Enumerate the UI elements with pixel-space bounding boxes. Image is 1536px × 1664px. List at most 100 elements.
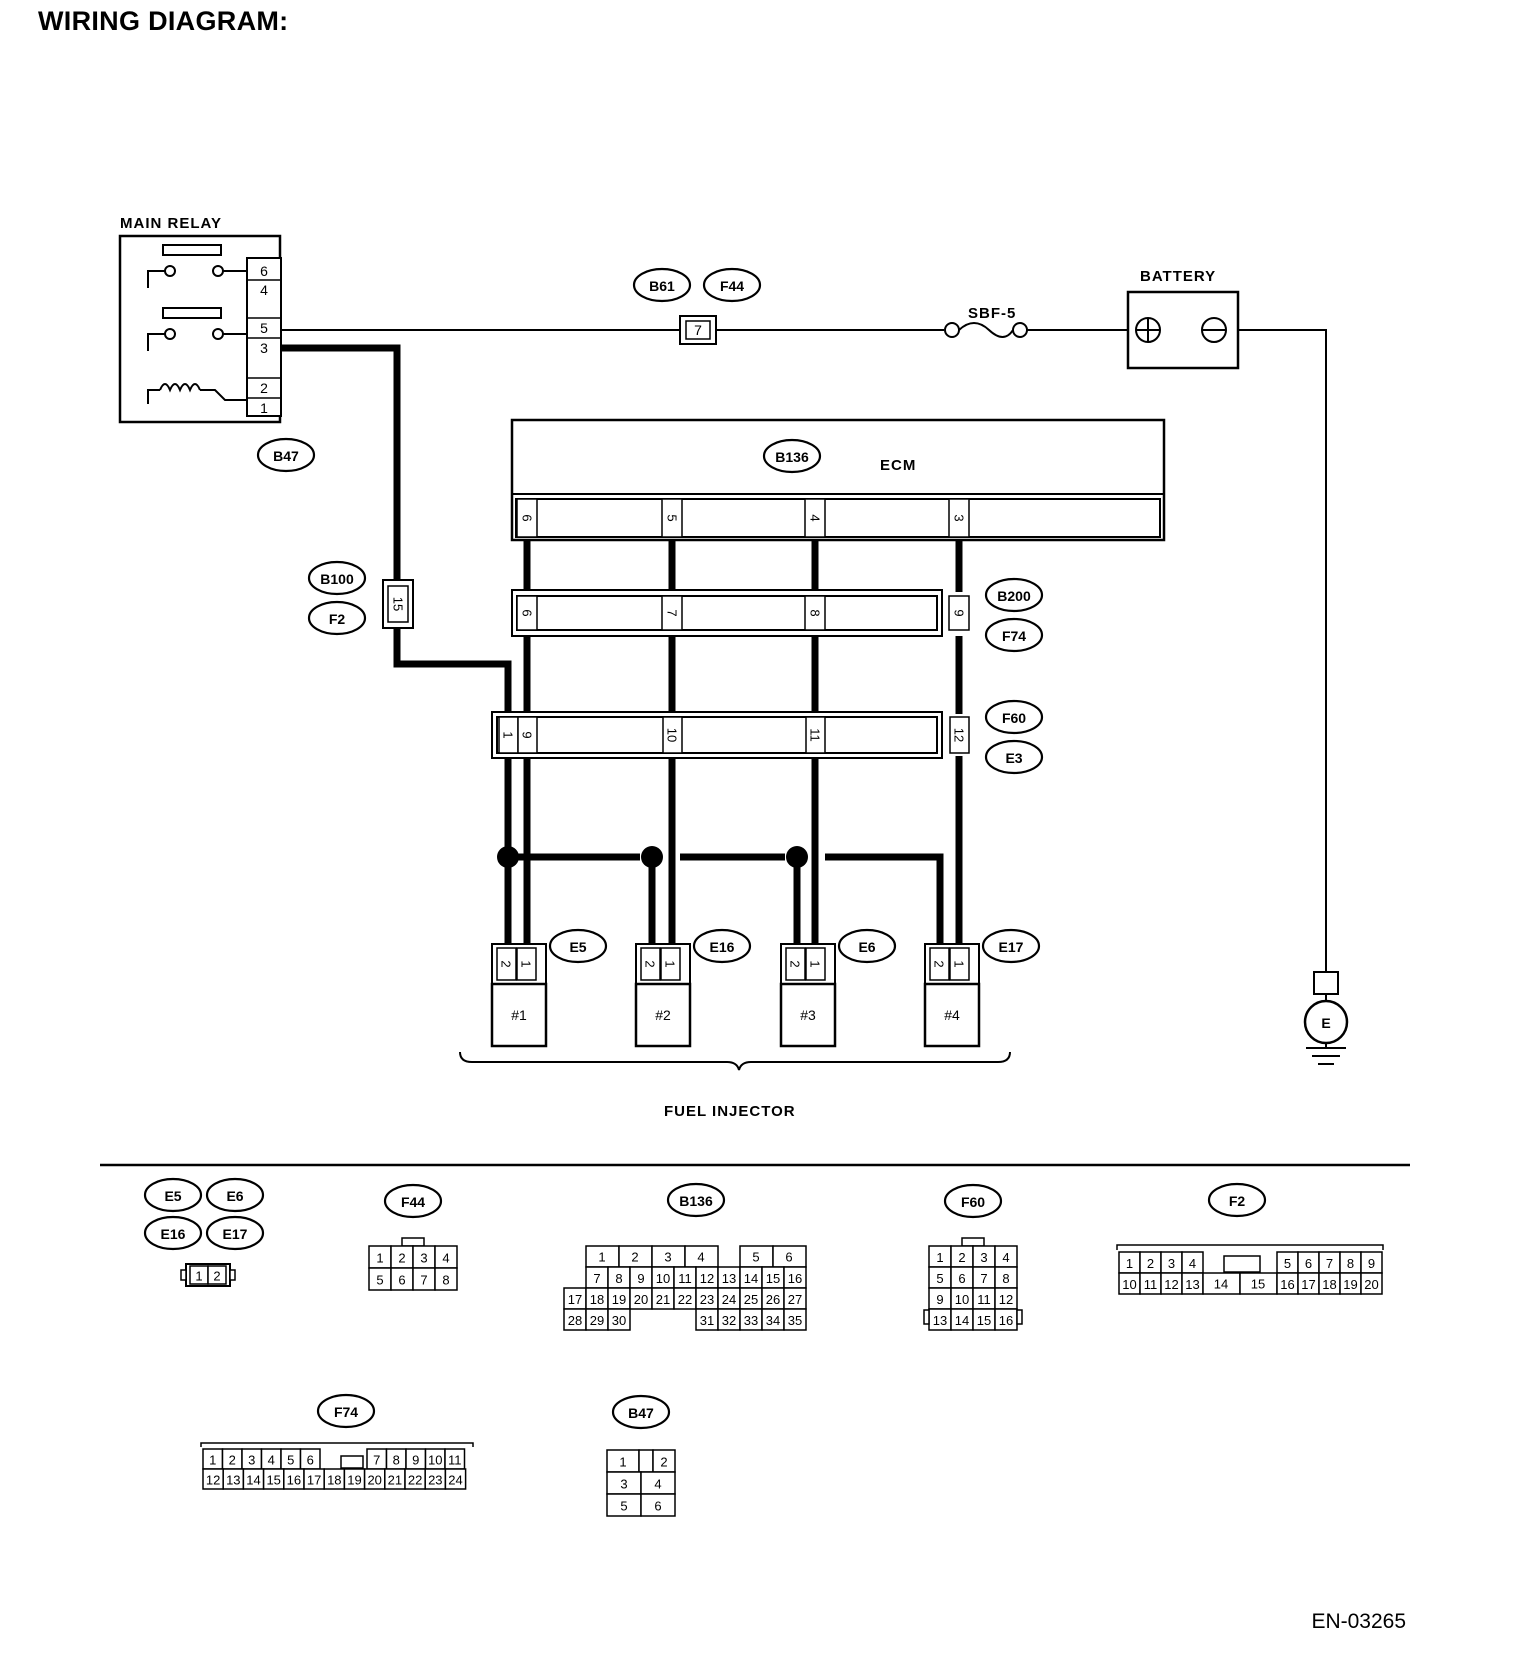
view-f74-row1a-pin-1: 1	[209, 1453, 216, 1468]
view-e5-text: E5	[164, 1188, 181, 1204]
f60-pin-cell-2	[662, 716, 683, 754]
view-f2-row1b-pin-5: 5	[1284, 1256, 1291, 1271]
view-f60-latch	[961, 1237, 985, 1247]
view-f2-row1b-pin-9: 9	[1368, 1256, 1375, 1271]
view-b136-row3-pin-19: 19	[612, 1292, 626, 1307]
ground-symbol-text: E	[1321, 1015, 1330, 1031]
view-f60-side-b	[1016, 1309, 1023, 1325]
relay-switch-upper-bar	[162, 244, 222, 256]
connector-f74-text: F74	[1002, 628, 1026, 644]
injector-3-pin1-cell	[805, 947, 826, 981]
view-f60-row1-pin-2: 2	[958, 1250, 965, 1265]
view-b136-row2-pin-12: 12	[700, 1271, 714, 1286]
view-f60-row1-pin-1: 1	[936, 1250, 943, 1265]
b200-pin-cell-2	[804, 595, 826, 631]
injector-2-body	[634, 982, 692, 1048]
view-b136-row2-pin-9: 9	[637, 1271, 644, 1286]
fuse-terminal-a	[944, 322, 960, 338]
view-f74-row2-pin-24: 24	[448, 1473, 462, 1488]
page-title: WIRING DIAGRAM:	[38, 6, 289, 36]
view-e5-latch-b	[229, 1269, 236, 1281]
view-f2-row1a-pin-1: 1	[1126, 1256, 1133, 1271]
view-f44-row1-pin-2: 2	[398, 1251, 405, 1266]
view-e5-latch-a	[180, 1269, 187, 1281]
view-f2-text: F2	[1229, 1193, 1246, 1209]
view-b47-pin-2: 2	[660, 1455, 667, 1470]
view-f44-row1-pin-1: 1	[376, 1251, 383, 1266]
view-f74-row2-pin-23: 23	[428, 1473, 442, 1488]
view-f60-row2-pin-6: 6	[958, 1271, 965, 1286]
injector-4-connector-e17-oval	[981, 928, 1041, 964]
view-f2-row2a-pin-11: 11	[1144, 1277, 1158, 1292]
view-f44-oval	[383, 1183, 443, 1219]
view-f2-row1b-pin-6: 6	[1305, 1256, 1312, 1271]
ecm-pin-strip	[515, 498, 1161, 538]
injector-1-pin1-cell	[516, 947, 537, 981]
view-f2-oval	[1207, 1182, 1267, 1218]
ecm-pin-6: 6	[520, 514, 535, 521]
connector-e3-oval	[984, 739, 1044, 775]
relay-pin-3: 3	[260, 340, 268, 356]
f60-pin-1: 1	[501, 731, 516, 738]
view-f44-row1-pin-3: 3	[420, 1251, 427, 1266]
injector-4-pin-1: 1	[952, 960, 967, 967]
view-f60-row2-pin-8: 8	[1002, 1271, 1009, 1286]
view-b136-row3-pin-26: 26	[766, 1292, 780, 1307]
view-f74-row1b-pin-10: 10	[428, 1453, 442, 1468]
view-f74-row1a-pin-2: 2	[229, 1453, 236, 1468]
injector-1-connector-e5-text: E5	[569, 939, 586, 955]
relay-coil-lead-b	[200, 389, 247, 401]
view-f74-row1a-pin-3: 3	[248, 1453, 255, 1468]
view-f60-oval	[943, 1183, 1003, 1219]
view-b47-text: B47	[628, 1405, 654, 1421]
f60-pin-9: 9	[520, 731, 535, 738]
view-f74-text: F74	[334, 1404, 358, 1420]
injector-3-pin2-cell	[785, 947, 806, 981]
fuse-terminal-b	[1012, 322, 1028, 338]
relay-coil	[159, 383, 201, 393]
wire-b100-to-f60	[393, 626, 512, 714]
injector-2-pin1-cell	[660, 947, 681, 981]
ecm-pin-3: 3	[952, 514, 967, 521]
view-b136-row4b-pin-31: 31	[700, 1313, 714, 1328]
view-b136-row2-pin-15: 15	[766, 1271, 780, 1286]
injector-1-label: #1	[511, 1007, 527, 1023]
injector-1-pin2-cell	[496, 947, 517, 981]
ecm-pin-5: 5	[665, 514, 680, 521]
view-f74-row2-pin-17: 17	[307, 1473, 321, 1488]
view-b136-row4b-pin-34: 34	[766, 1313, 780, 1328]
view-f60-row4-pin-15: 15	[977, 1313, 991, 1328]
view-f2-row2a-pin-13: 13	[1185, 1277, 1199, 1292]
view-f2-row1a-pin-4: 4	[1189, 1256, 1196, 1271]
view-e6-text: E6	[226, 1188, 243, 1204]
view-f60-side-a	[923, 1309, 930, 1325]
view-b47-row2-pin-4: 4	[654, 1477, 661, 1492]
connector-f2-text: F2	[329, 611, 346, 627]
injector-1-pin-2: 2	[499, 960, 514, 967]
ecm-connector-b136-oval	[762, 438, 822, 474]
f60-pin-cell-1	[517, 716, 538, 754]
ecm-pin-cell-2	[804, 498, 826, 538]
connector-e3-text: E3	[1005, 750, 1022, 766]
injector-1-connector-e5-oval	[548, 928, 608, 964]
view-f74-row1a-pin-4: 4	[268, 1453, 275, 1468]
view-f74-row2-pin-19: 19	[347, 1473, 361, 1488]
injector-4-connector-e17-text: E17	[999, 939, 1024, 955]
view-e5-row-pin-2: 2	[213, 1269, 220, 1284]
main-relay-pin-block	[246, 257, 282, 417]
splice-dot-1	[497, 846, 519, 868]
injector-2-label: #2	[655, 1007, 671, 1023]
view-b136-pin-5: 5	[752, 1250, 759, 1265]
connector-f2-oval	[307, 600, 367, 636]
injector-3-connector-e6-text: E6	[858, 939, 875, 955]
view-f74-row2-pin-22: 22	[408, 1473, 422, 1488]
view-b47-oval	[611, 1394, 671, 1430]
view-b136-row2-pin-16: 16	[788, 1271, 802, 1286]
view-b47-row3-pin-5: 5	[620, 1499, 627, 1514]
view-f2-row2a-pin-10: 10	[1122, 1277, 1136, 1292]
injector-2-connector-e16-text: E16	[710, 939, 735, 955]
view-b136-row4a-pin-30: 30	[612, 1313, 626, 1328]
relay-switch-lower-bar	[162, 307, 222, 319]
view-b47-key	[638, 1449, 654, 1473]
view-f74-row1b-pin-9: 9	[412, 1453, 419, 1468]
